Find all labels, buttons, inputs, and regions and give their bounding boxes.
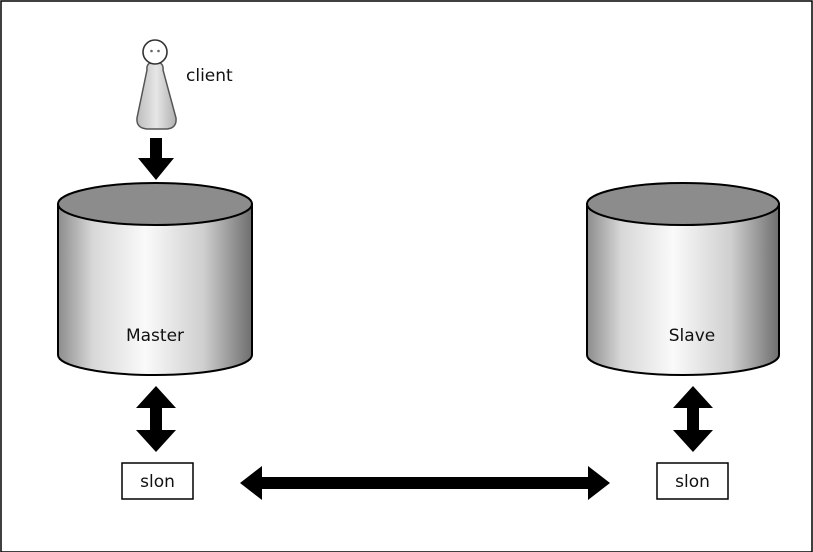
slave-database-icon <box>586 182 780 376</box>
master-label: Master <box>126 326 184 346</box>
slave-label: Slave <box>669 326 715 346</box>
client-to-master-arrow <box>138 138 174 180</box>
slave-slon-box <box>656 462 729 500</box>
master-slon-label: slon <box>140 472 175 492</box>
master-database-icon <box>57 182 253 376</box>
master-slon-box <box>121 462 194 500</box>
client-person-icon <box>136 39 177 130</box>
slon-to-slon-double-arrow <box>240 466 610 500</box>
client-label: client <box>186 66 233 86</box>
slave-slon-double-arrow <box>673 386 713 452</box>
master-slon-double-arrow <box>136 386 176 452</box>
slave-slon-label: slon <box>675 472 710 492</box>
